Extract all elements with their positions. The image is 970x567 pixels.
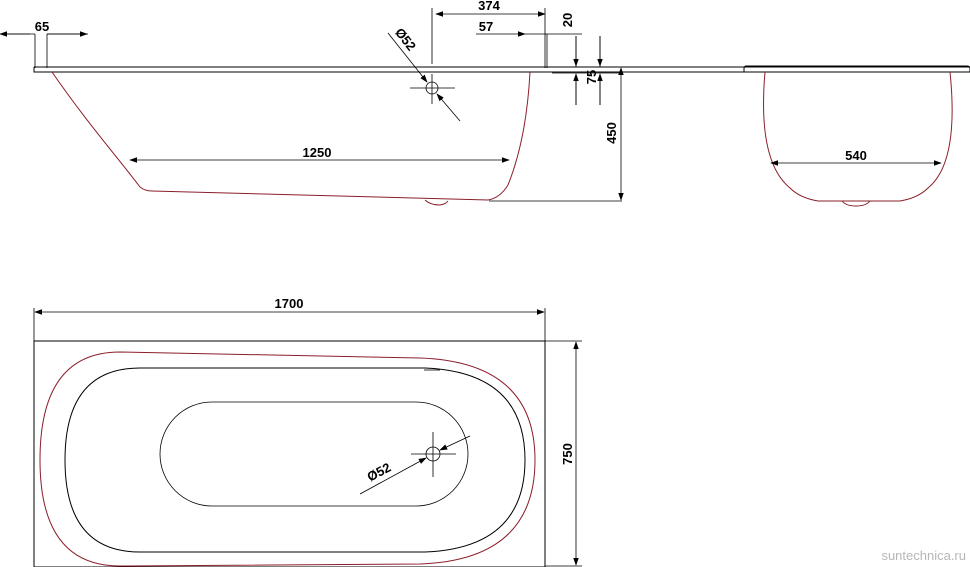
dim-bottom-length-label: 1250 bbox=[303, 145, 332, 160]
side-rim-outline bbox=[33, 66, 970, 73]
side-tub-body bbox=[51, 71, 531, 201]
plan-outer-rim bbox=[33, 340, 546, 567]
end-tub-foot bbox=[841, 200, 871, 207]
end-view: 540 bbox=[743, 65, 970, 207]
dim-plan-width-label: 750 bbox=[560, 443, 575, 465]
side-tub-foot bbox=[424, 199, 449, 206]
dim-drain-to-rim-label: 57 bbox=[479, 19, 493, 34]
side-drain-symbol bbox=[387, 32, 461, 122]
dim-plan-drain-diameter-label: Ø52 bbox=[365, 460, 394, 485]
dim-plan-length-label: 1700 bbox=[275, 296, 304, 311]
dim-end-bottom-width-label: 540 bbox=[845, 148, 867, 163]
dim-drain-depth-label: 75 bbox=[584, 70, 599, 84]
dim-height-label: 450 bbox=[604, 122, 619, 144]
dim-drain-diameter-label: Ø52 bbox=[392, 25, 419, 54]
side-view: 65 374 57 20 75 Ø52 1250 450 bbox=[0, 0, 970, 206]
dim-drain-offset-label: 374 bbox=[478, 0, 500, 13]
end-tub-body bbox=[763, 71, 953, 202]
plan-bottom-outline bbox=[159, 401, 469, 507]
watermark: suntechnica.ru bbox=[881, 548, 966, 563]
plan-view: 1700 750 Ø52 bbox=[33, 296, 582, 567]
plan-basin-outline bbox=[64, 367, 526, 553]
dim-rim-thickness-label: 20 bbox=[560, 13, 575, 27]
dim-overhang-label: 65 bbox=[35, 19, 49, 34]
plan-drain-symbol bbox=[359, 432, 471, 495]
end-rim bbox=[743, 65, 970, 73]
plan-rim-inner-outline bbox=[39, 351, 536, 567]
